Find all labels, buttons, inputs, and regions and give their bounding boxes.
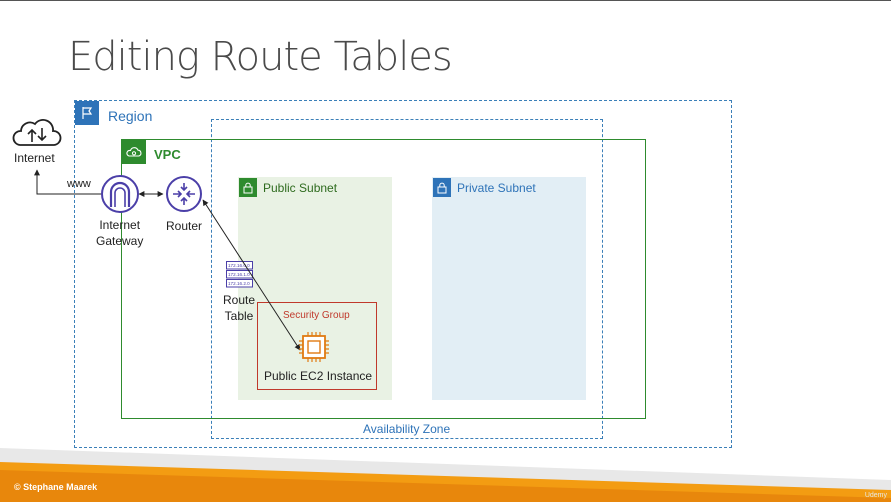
internet-connector [34,169,101,195]
copyright-text: © Stephane Maarek [14,482,98,492]
vpc-box [121,139,646,419]
internet-gateway-icon [101,175,139,213]
page-title: Editing Route Tables [68,34,453,80]
lock-icon [239,178,257,197]
internet-cloud-icon [12,119,62,146]
region-box [74,100,732,448]
router-icon [166,176,202,212]
availability-zone-label: Availability Zone [363,422,451,436]
internet-label: Internet [14,151,55,165]
security-group-label: Security Group [283,310,350,321]
private-subnet-box [432,177,586,400]
footer-band [0,448,891,502]
router-ec2-connector [202,199,301,351]
region-label: Region [108,108,153,124]
ec2-instance-label: Public EC2 Instance [264,369,373,383]
www-label: www [67,178,91,190]
region-flag-icon [75,101,99,125]
internet-gateway-label-line2: Gateway [96,234,144,248]
lock-icon [433,178,451,197]
router-label: Router [166,219,203,233]
private-subnet-label: Private Subnet [457,181,536,195]
vpc-cloud-icon [122,140,146,164]
top-border [0,0,891,1]
ec2-chip-icon [299,332,329,362]
internet-gateway-label-line1: Internet [99,218,141,232]
watermark-text: Udemy [864,492,887,499]
vpc-label: VPC [154,147,181,162]
public-subnet-label: Public Subnet [263,181,338,195]
internet-gateway-label: Internet Gateway [96,217,143,249]
